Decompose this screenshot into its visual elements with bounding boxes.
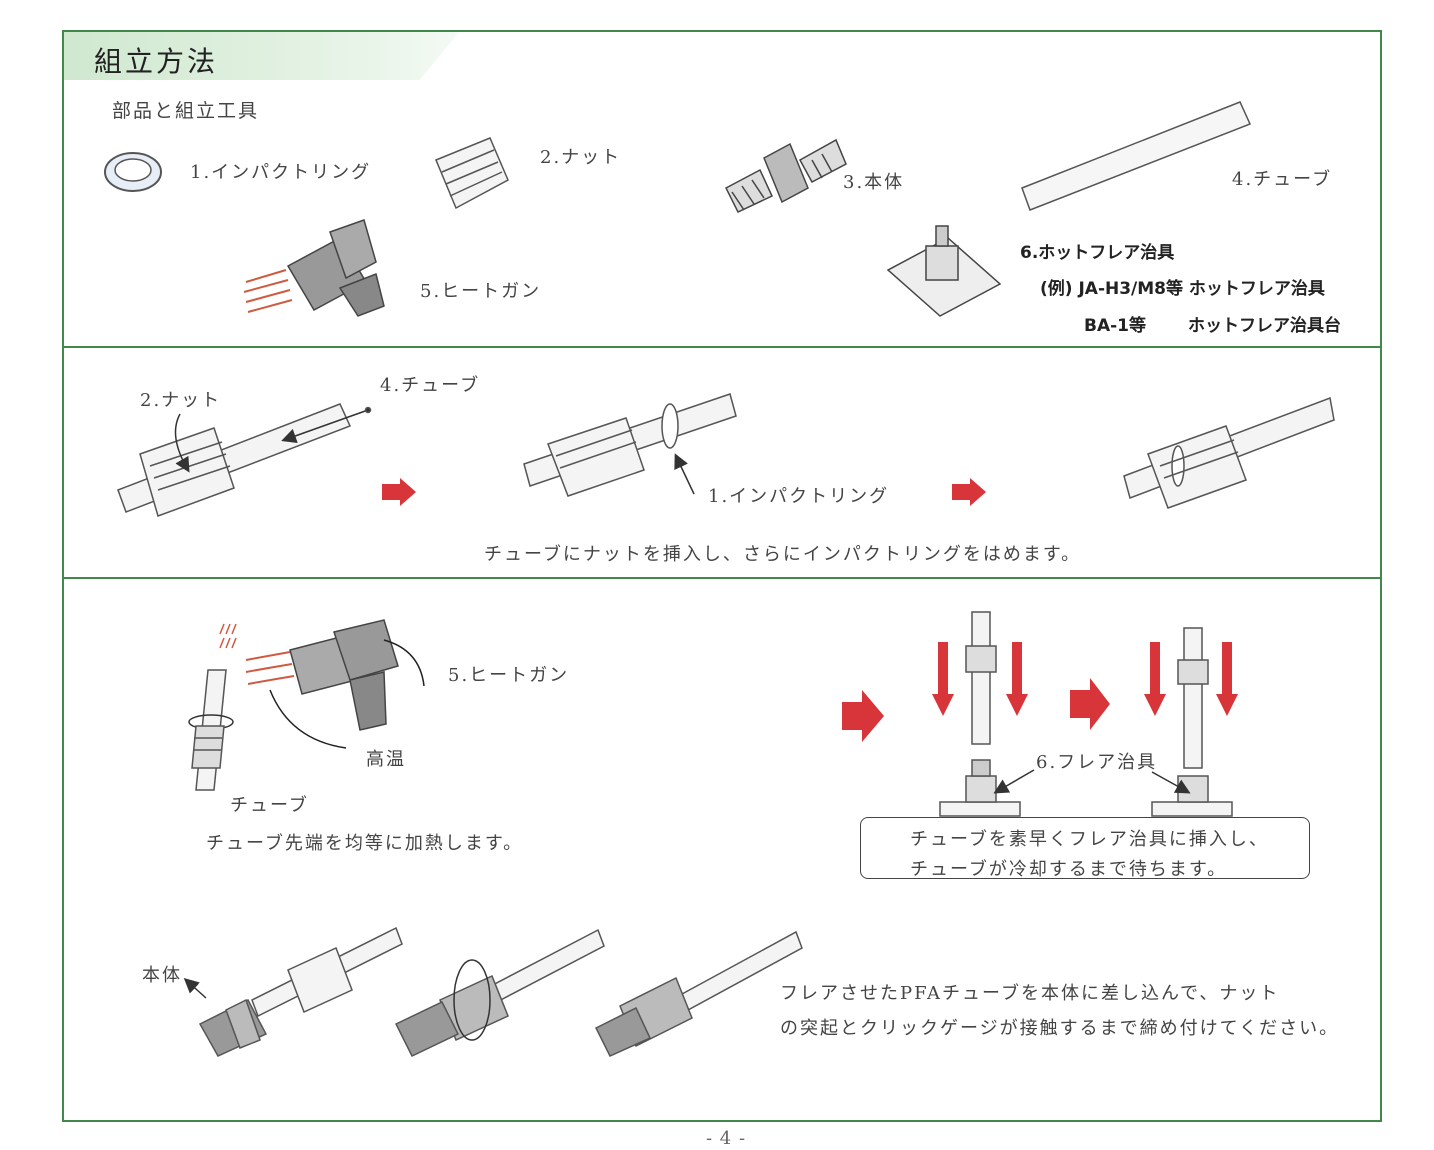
section-divider <box>62 577 1382 579</box>
fitting-body-icon <box>725 138 847 213</box>
cooling-note-line1: チューブを素早くフレア治具に挿入し、 <box>910 829 1269 850</box>
ring-insert-step2-illustration <box>523 393 737 497</box>
label-hot-flare-jig: 6.ホットフレア治具 <box>1020 243 1175 263</box>
label-flare-jig: 6.フレア治具 <box>1036 752 1158 773</box>
label-body-step: 本体 <box>142 965 182 986</box>
label-jig-example: (例) JA-H3/M8等 ホットフレア治具 <box>1040 279 1325 299</box>
tighten-caption-line2: の突起とクリックゲージが接触するまで締め付けてください。 <box>780 1018 1340 1039</box>
hot-flare-jig-icon <box>886 225 1002 317</box>
label-tube: 4.チューブ <box>1232 169 1333 190</box>
tighten-nut-illustration <box>394 928 605 1057</box>
heat-gun-large-icon <box>245 619 425 749</box>
step-caption: チューブにナットを挿入し、さらにインパクトリングをはめます。 <box>484 544 1082 565</box>
title-tab <box>64 32 459 80</box>
label-tube-heat: チューブ <box>230 795 309 816</box>
label-body: 3.本体 <box>843 172 905 193</box>
page-frame <box>62 30 1382 1122</box>
label-nut-step: 2.ナット <box>140 390 222 411</box>
assembled-step3-illustration <box>1123 396 1335 509</box>
completed-assembly-illustration <box>594 930 803 1057</box>
label-tube-step: 4.チューブ <box>380 375 481 396</box>
label-jig-stand: ホットフレア治具台 <box>1188 316 1341 336</box>
section-divider <box>62 346 1382 348</box>
body-insert-illustration <box>183 926 403 1057</box>
nut-tube-step1-illustration <box>117 403 372 517</box>
parts-subtitle: 部品と組立工具 <box>112 100 260 122</box>
flare-jig-insert-illustration <box>939 611 1233 817</box>
page-title: 組立方法 <box>94 45 219 78</box>
heating-caption: チューブ先端を均等に加熱します。 <box>206 833 524 854</box>
label-high-temp: 高温 <box>366 749 406 770</box>
tighten-caption-line1: フレアさせたPFAチューブを本体に差し込んで、ナット <box>780 983 1280 1004</box>
label-nut: 2.ナット <box>540 147 622 168</box>
impact-ring-icon <box>104 152 162 192</box>
label-impact-ring: 1.インパクトリング <box>190 162 372 183</box>
tube-icon <box>1021 101 1252 211</box>
heat-gun-icon <box>243 219 385 317</box>
page-number: - 4 - <box>706 1128 747 1149</box>
tube-heating-illustration <box>188 623 237 791</box>
nut-icon <box>435 137 509 210</box>
label-jig-stand-model: BA-1等 <box>1084 316 1146 336</box>
cooling-note-line2: チューブが冷却するまで待ちます。 <box>910 859 1228 880</box>
label-heat-gun-step: 5.ヒートガン <box>448 665 570 686</box>
cooling-note-box <box>860 817 1310 879</box>
label-ring-step: 1.インパクトリング <box>708 486 890 507</box>
process-arrow-icon <box>842 678 1110 742</box>
down-arrow-icon <box>932 642 1238 716</box>
label-heat-gun: 5.ヒートガン <box>420 281 542 302</box>
step-arrow-icon <box>382 478 986 506</box>
